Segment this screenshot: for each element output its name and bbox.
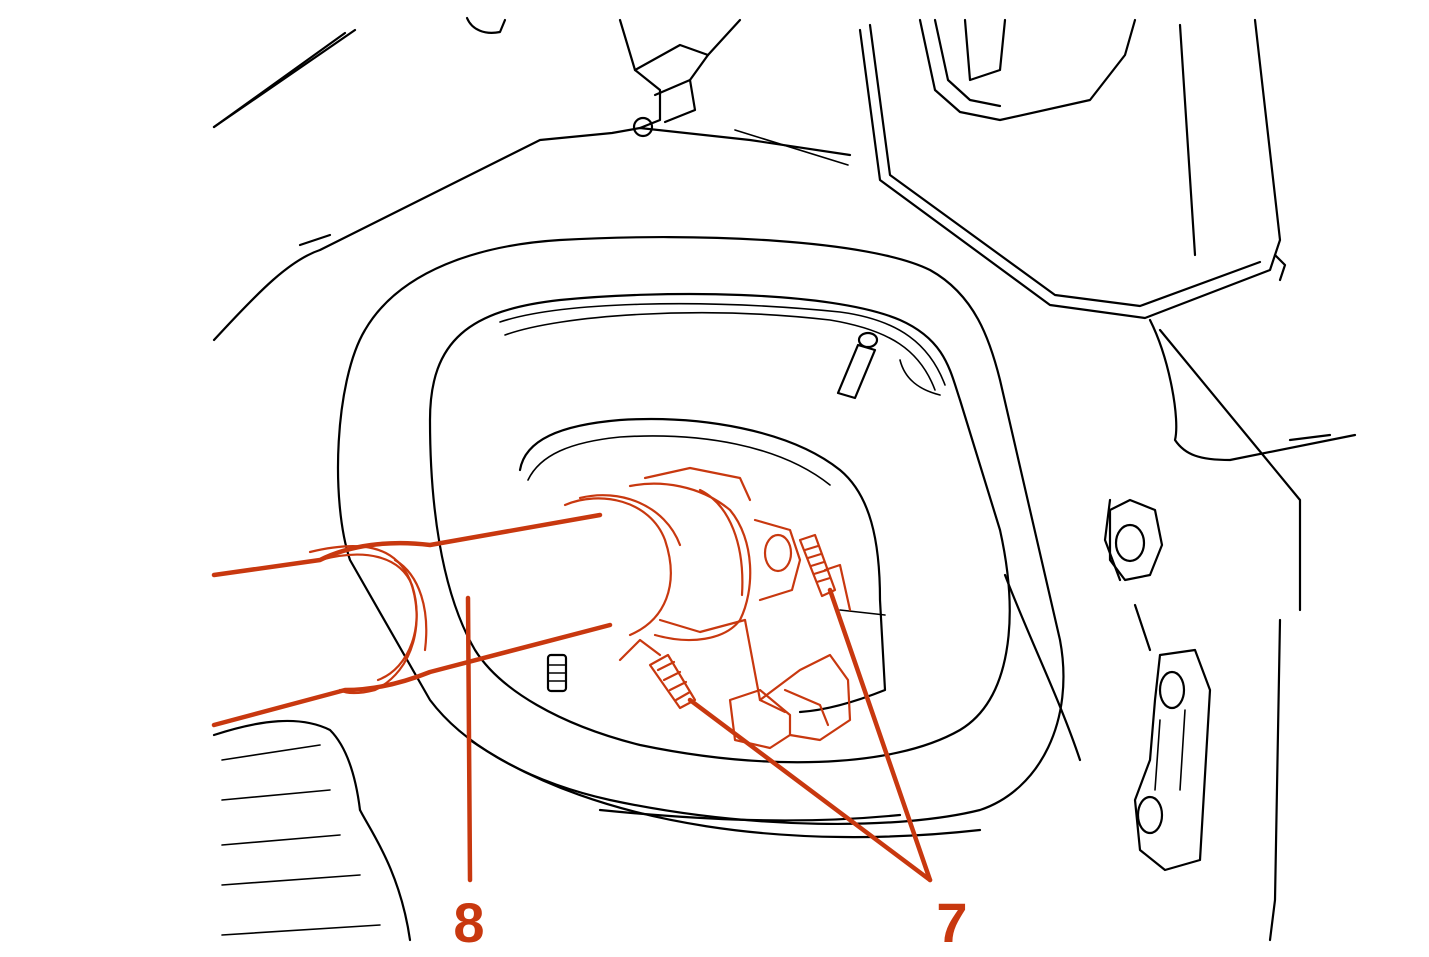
leader-line-7a [827, 587, 933, 883]
callout-label-8: 8 [453, 891, 484, 954]
leader-line-8 [465, 595, 473, 883]
hex-nut-lower [728, 653, 852, 750]
hex-nut-upper-right [1103, 498, 1164, 582]
drive-shaft [211, 512, 603, 578]
bolt-lower [648, 653, 697, 710]
callout-label-7: 7 [936, 891, 967, 954]
callout-8: 8 [453, 595, 485, 954]
bolt-upper [798, 533, 852, 612]
vehicle-body-lineart [212, 16, 1357, 942]
leader-line-7b [687, 697, 933, 883]
small-stud-left [546, 653, 568, 693]
drive-shaft-assembly [211, 466, 852, 750]
callout-7: 7 [687, 587, 968, 954]
bracket-with-bolts-right [1133, 648, 1212, 872]
